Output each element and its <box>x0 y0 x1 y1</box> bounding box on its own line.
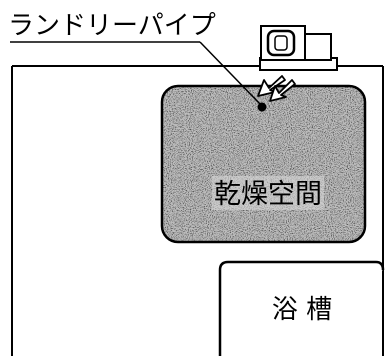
duct-outlet-icon <box>259 25 338 71</box>
bathtub-label: 浴 槽 <box>272 295 332 325</box>
drying-space-label-bg <box>212 176 324 210</box>
laundry-pipe-label: ランドリーパイプ <box>8 11 216 41</box>
drying-space-area <box>160 84 367 244</box>
drying-space-label: 乾燥空間 <box>214 179 322 210</box>
airflow-arrows-icon <box>257 75 296 102</box>
bathtub: 浴 槽 <box>218 260 385 356</box>
pipe-leader <box>10 41 267 112</box>
room-wall <box>11 65 384 356</box>
